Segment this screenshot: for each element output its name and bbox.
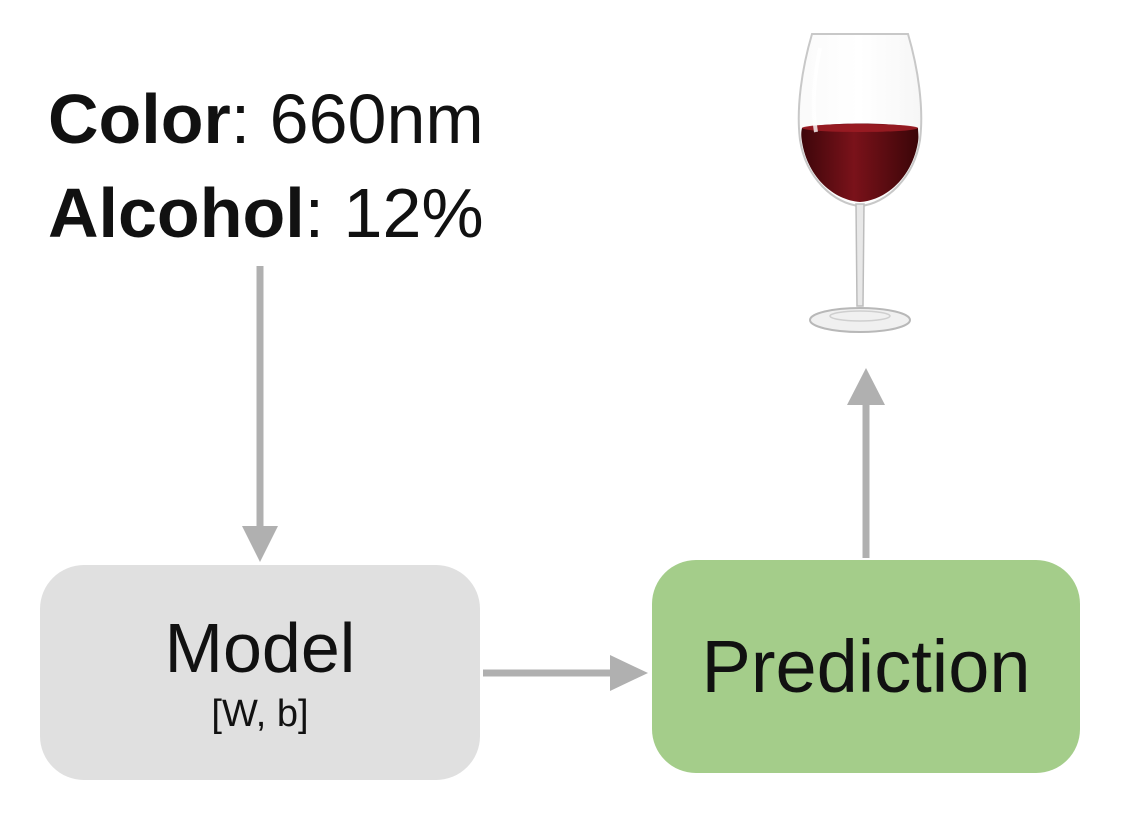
feature-color-separator: :: [230, 80, 251, 158]
feature-alcohol-separator: :: [304, 174, 325, 252]
model-params: [W, b]: [211, 692, 309, 735]
feature-color: Color: 660nm: [48, 72, 484, 166]
prediction-title: Prediction: [701, 624, 1031, 708]
model-to-prediction-arrow: [483, 655, 648, 691]
feature-color-label: Color: [48, 80, 231, 158]
prediction-to-output-arrow: [847, 368, 885, 558]
feature-color-value: 660nm: [250, 80, 484, 158]
red-wine-glass-icon: [797, 33, 923, 333]
model-box: Model [W, b]: [40, 565, 480, 780]
features-to-model-arrow: [242, 266, 278, 562]
prediction-box: Prediction: [652, 560, 1080, 773]
model-title: Model: [164, 608, 356, 687]
input-features: Color: 660nm Alcohol: 12%: [48, 72, 484, 260]
feature-alcohol-value: 12%: [324, 174, 484, 252]
feature-alcohol-label: Alcohol: [48, 174, 305, 252]
feature-alcohol: Alcohol: 12%: [48, 166, 484, 260]
